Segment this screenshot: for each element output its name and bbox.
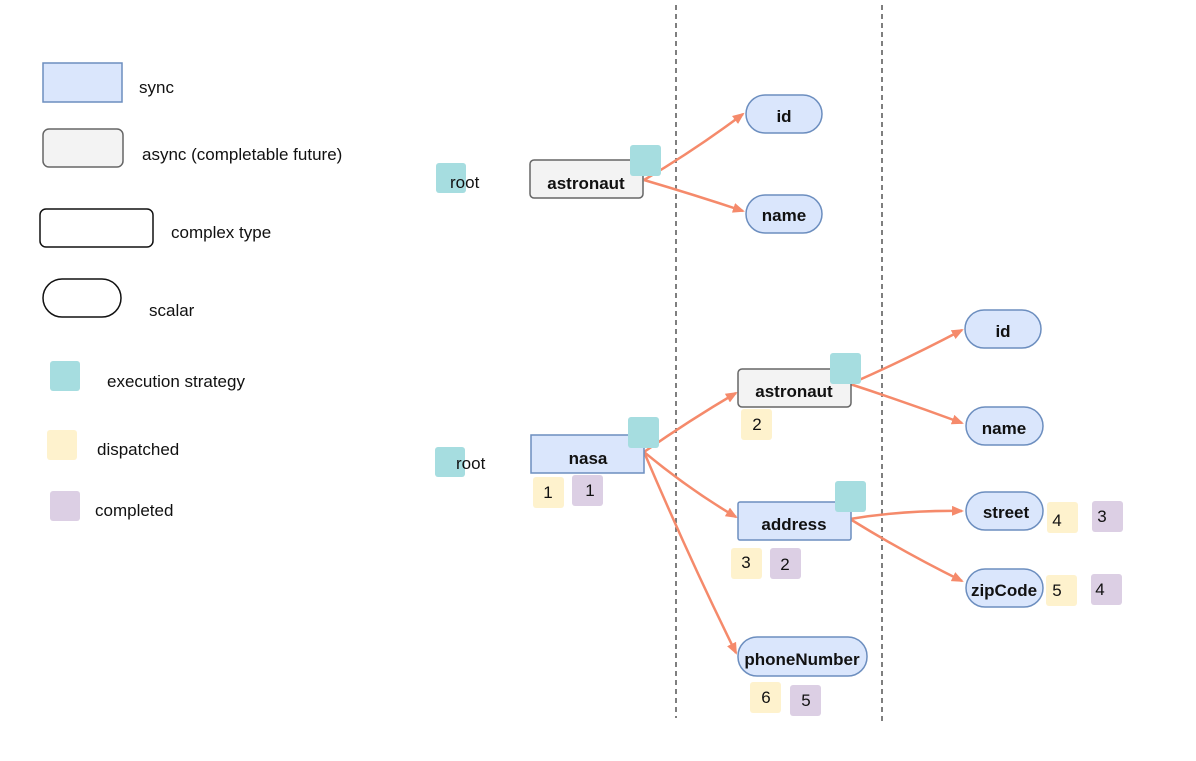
astronaut-dispatched-number: 2 <box>752 415 761 434</box>
edge-astronaut-id <box>849 328 964 386</box>
legend-async-swatch <box>42 128 124 168</box>
legend: sync async (completable future) complex … <box>39 62 342 521</box>
top-name-node <box>745 194 823 234</box>
street-node <box>965 491 1044 531</box>
legend-complex-label: complex type <box>171 223 271 242</box>
bottom-root-strategy-square <box>435 447 465 477</box>
astronaut-label: astronaut <box>755 382 833 401</box>
astronaut-dispatched-badge <box>741 409 772 440</box>
legend-completed-swatch <box>50 491 80 521</box>
zipcode-node <box>965 568 1044 608</box>
bottom-tree: root nasa 1 1 astronaut 2 id name addres… <box>435 309 1123 716</box>
legend-dispatched-swatch <box>47 430 77 460</box>
phonenumber-completed-badge <box>790 685 821 716</box>
phonenumber-completed-number: 5 <box>801 691 810 710</box>
nasa-completed-number: 1 <box>585 481 594 500</box>
zipcode-completed-badge <box>1091 574 1122 605</box>
top-astronaut-strategy-square <box>630 145 661 176</box>
edge-address-zipcode <box>849 517 964 583</box>
address-dispatched-badge <box>731 548 762 579</box>
top-astronaut-label: astronaut <box>547 174 625 193</box>
legend-scalar-swatch <box>42 278 122 318</box>
bottom-id-label: id <box>995 322 1010 341</box>
astronaut-node <box>737 368 852 408</box>
nasa-strategy-square <box>628 417 659 448</box>
address-node <box>737 501 852 541</box>
phonenumber-node <box>737 636 868 677</box>
phonenumber-label: phoneNumber <box>744 650 860 669</box>
legend-strategy-label: execution strategy <box>107 372 245 391</box>
address-strategy-square <box>835 481 866 512</box>
bottom-name-node <box>965 406 1044 446</box>
legend-dispatched-label: dispatched <box>97 440 179 459</box>
edge-address-street <box>849 505 964 521</box>
street-label: street <box>983 503 1030 522</box>
legend-strategy-swatch <box>50 361 80 391</box>
bottom-root-label: root <box>456 454 486 473</box>
astronaut-strategy-square <box>830 353 861 384</box>
bottom-name-label: name <box>982 419 1026 438</box>
edge-nasa-address <box>643 451 738 519</box>
top-name-label: name <box>762 206 806 225</box>
nasa-dispatched-badge <box>533 477 564 508</box>
edges <box>642 112 964 655</box>
zipcode-dispatched-badge <box>1046 575 1077 606</box>
top-root-label: root <box>450 173 480 192</box>
nasa-completed-badge <box>572 475 603 506</box>
bottom-id-node <box>964 309 1042 349</box>
street-completed-badge <box>1092 501 1123 532</box>
nasa-node <box>530 434 645 474</box>
address-completed-badge <box>770 548 801 579</box>
top-id-node <box>745 94 823 134</box>
street-completed-number: 3 <box>1097 507 1106 526</box>
edge-nasa-phonenumber <box>642 451 738 655</box>
zipcode-label: zipCode <box>971 581 1037 600</box>
legend-completed-label: completed <box>95 501 173 520</box>
nasa-dispatched-number: 1 <box>543 483 552 502</box>
address-completed-number: 2 <box>780 555 789 574</box>
nasa-label: nasa <box>569 449 608 468</box>
edge-astronaut-name <box>849 382 964 425</box>
legend-scalar-label: scalar <box>149 301 195 320</box>
phonenumber-dispatched-number: 6 <box>761 688 770 707</box>
legend-async-label: async (completable future) <box>142 145 342 164</box>
legend-sync-label: sync <box>139 78 174 97</box>
edge-top-astronaut-name <box>643 178 745 213</box>
top-astronaut-node <box>529 159 644 199</box>
zipcode-dispatched-number: 5 <box>1052 581 1061 600</box>
address-label: address <box>761 515 826 534</box>
zipcode-completed-number: 4 <box>1095 580 1104 599</box>
legend-sync-swatch <box>42 62 123 103</box>
street-dispatched-number: 4 <box>1052 511 1061 530</box>
address-dispatched-number: 3 <box>741 553 750 572</box>
phonenumber-dispatched-badge <box>750 682 781 713</box>
street-dispatched-badge <box>1047 502 1078 533</box>
top-root-strategy-square <box>436 163 466 193</box>
legend-complex-swatch <box>39 208 154 248</box>
top-id-label: id <box>776 107 791 126</box>
top-tree: root astronaut id name <box>436 94 823 234</box>
